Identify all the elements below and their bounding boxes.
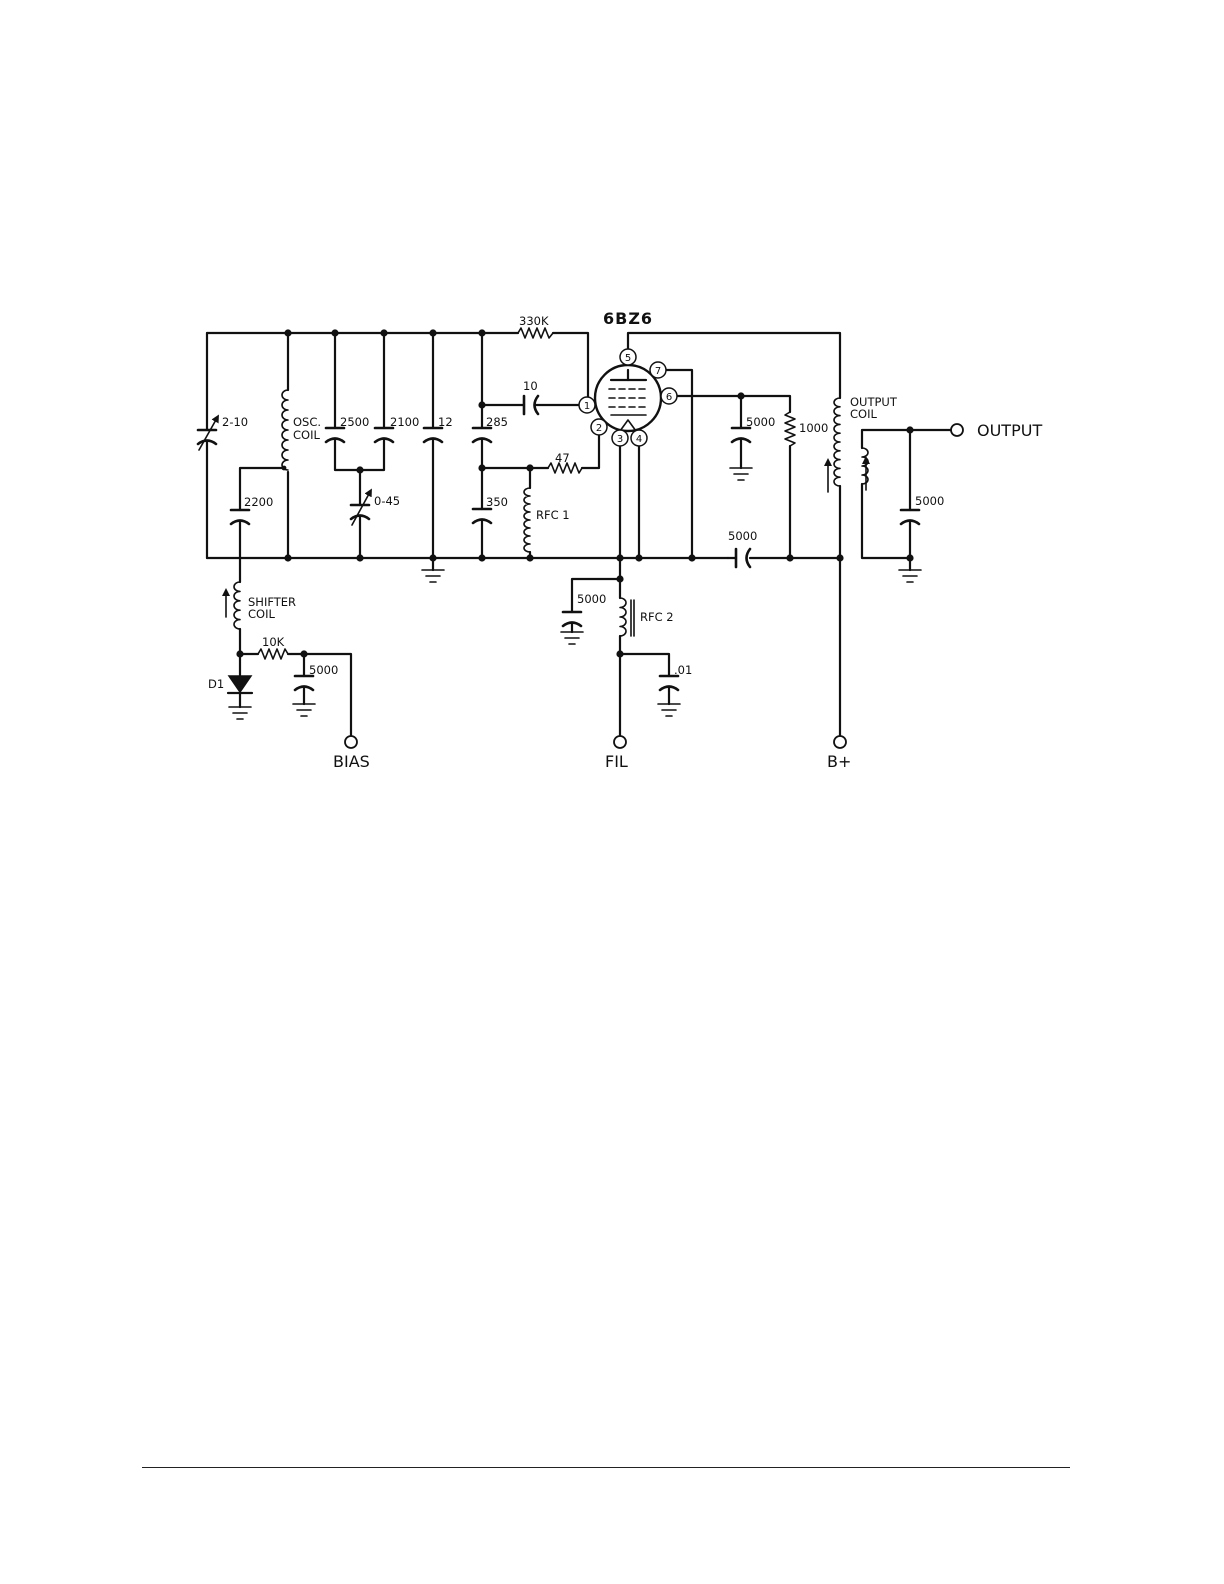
osc-coil-label-line2: COIL: [293, 428, 320, 442]
resistor-47: 47: [548, 451, 582, 473]
osc-coil-label-line1: OSC.: [293, 415, 321, 429]
capacitor-10: 10: [523, 379, 538, 414]
shifter-coil-label-line2: COIL: [248, 607, 275, 621]
terminal-bias: BIAS: [333, 736, 370, 771]
capacitor-5000-output: 5000: [901, 494, 944, 524]
svg-text:4: 4: [636, 434, 642, 445]
tube-pin-2: 2: [591, 419, 607, 435]
capacitor-5000-output-label: 5000: [915, 494, 944, 508]
resistor-330k: 330K: [518, 314, 553, 338]
capacitor-5000-filament-label: 5000: [577, 592, 606, 606]
capacitor-5000-plate-label: 5000: [746, 415, 775, 429]
tube-pin-7: 7: [650, 362, 666, 378]
osc-coil: OSC. COIL: [282, 390, 321, 470]
ground-symbols: [229, 468, 921, 719]
svg-text:2: 2: [596, 423, 602, 434]
terminal-bplus-label: B+: [827, 752, 851, 771]
svg-text:7: 7: [655, 366, 661, 377]
capacitor-285: 285: [473, 415, 508, 442]
capacitor-12: 12: [424, 415, 453, 442]
resistor-47-label: 47: [555, 451, 570, 465]
junctions: [236, 329, 913, 657]
capacitor-5000-bias: 5000: [295, 663, 338, 690]
terminal-output-label: OUTPUT: [977, 421, 1042, 440]
capacitor-285-label: 285: [486, 415, 508, 429]
svg-text:5: 5: [625, 353, 631, 364]
svg-text:6: 6: [666, 392, 672, 403]
capacitor-2200-label: 2200: [244, 495, 273, 509]
rfc1-choke: RFC 1: [524, 488, 570, 552]
capacitor-12-label: 12: [438, 415, 453, 429]
resistor-10k-label: 10K: [262, 635, 285, 649]
terminal-bias-label: BIAS: [333, 752, 370, 771]
tube-pin-4: 4: [631, 430, 647, 446]
footer-divider: [142, 1467, 1070, 1468]
capacitor-2200: 2200: [231, 495, 273, 524]
resistor-1000-label: 1000: [799, 421, 828, 435]
capacitor-2100-label: 2100: [390, 415, 419, 429]
capacitor-5000-plate: 5000: [732, 415, 775, 442]
capacitor-350: 350: [473, 495, 508, 523]
capacitor-01-filament-label: .01: [674, 663, 692, 677]
terminal-fil-label: FIL: [605, 752, 628, 771]
capacitor-5000-series: 5000: [728, 529, 757, 567]
capacitor-5000-series-label: 5000: [728, 529, 757, 543]
diode-d1: D1: [208, 676, 252, 693]
rfc2-label: RFC 2: [640, 610, 674, 624]
capacitor-2500-label: 2500: [340, 415, 369, 429]
capacitor-10-label: 10: [523, 379, 538, 393]
capacitor-350-label: 350: [486, 495, 508, 509]
tube-pin-5: 5: [620, 349, 636, 365]
top-bus-wire-right: [553, 333, 588, 405]
svg-text:3: 3: [617, 434, 623, 445]
capacitor-0-45: 0-45: [351, 492, 400, 525]
tube-6bz6: 5 7 1 6 2 3 4 6BZ6: [579, 309, 677, 446]
tube-pin-6: 6: [661, 388, 677, 404]
tube-type-label: 6BZ6: [603, 309, 653, 328]
capacitor-2500: 2500: [326, 415, 369, 442]
diode-d1-label: D1: [208, 677, 224, 691]
capacitor-2-10: 2-10: [198, 415, 248, 450]
rfc2-choke: RFC 2: [620, 598, 674, 636]
terminal-bplus: B+: [827, 736, 851, 771]
tube-pin-3: 3: [612, 430, 628, 446]
svg-text:1: 1: [584, 401, 590, 412]
resistor-330k-label: 330K: [519, 314, 549, 328]
terminal-fil: FIL: [605, 736, 628, 771]
capacitor-0-45-label: 0-45: [374, 494, 400, 508]
rfc1-label: RFC 1: [536, 508, 570, 522]
terminal-output: OUTPUT: [951, 421, 1042, 440]
tube-pin-1: 1: [579, 397, 595, 413]
resistor-1000: 1000: [785, 412, 828, 446]
shifter-coil: SHIFTER COIL: [226, 582, 296, 629]
capacitor-2-10-label: 2-10: [222, 415, 248, 429]
capacitor-5000-filament: 5000: [563, 592, 606, 626]
capacitor-01-filament: .01: [660, 663, 692, 690]
capacitor-2100: 2100: [375, 415, 419, 442]
capacitor-5000-bias-label: 5000: [309, 663, 338, 677]
output-coil-label-line2: COIL: [850, 407, 877, 421]
resistor-10k: 10K: [258, 635, 288, 659]
